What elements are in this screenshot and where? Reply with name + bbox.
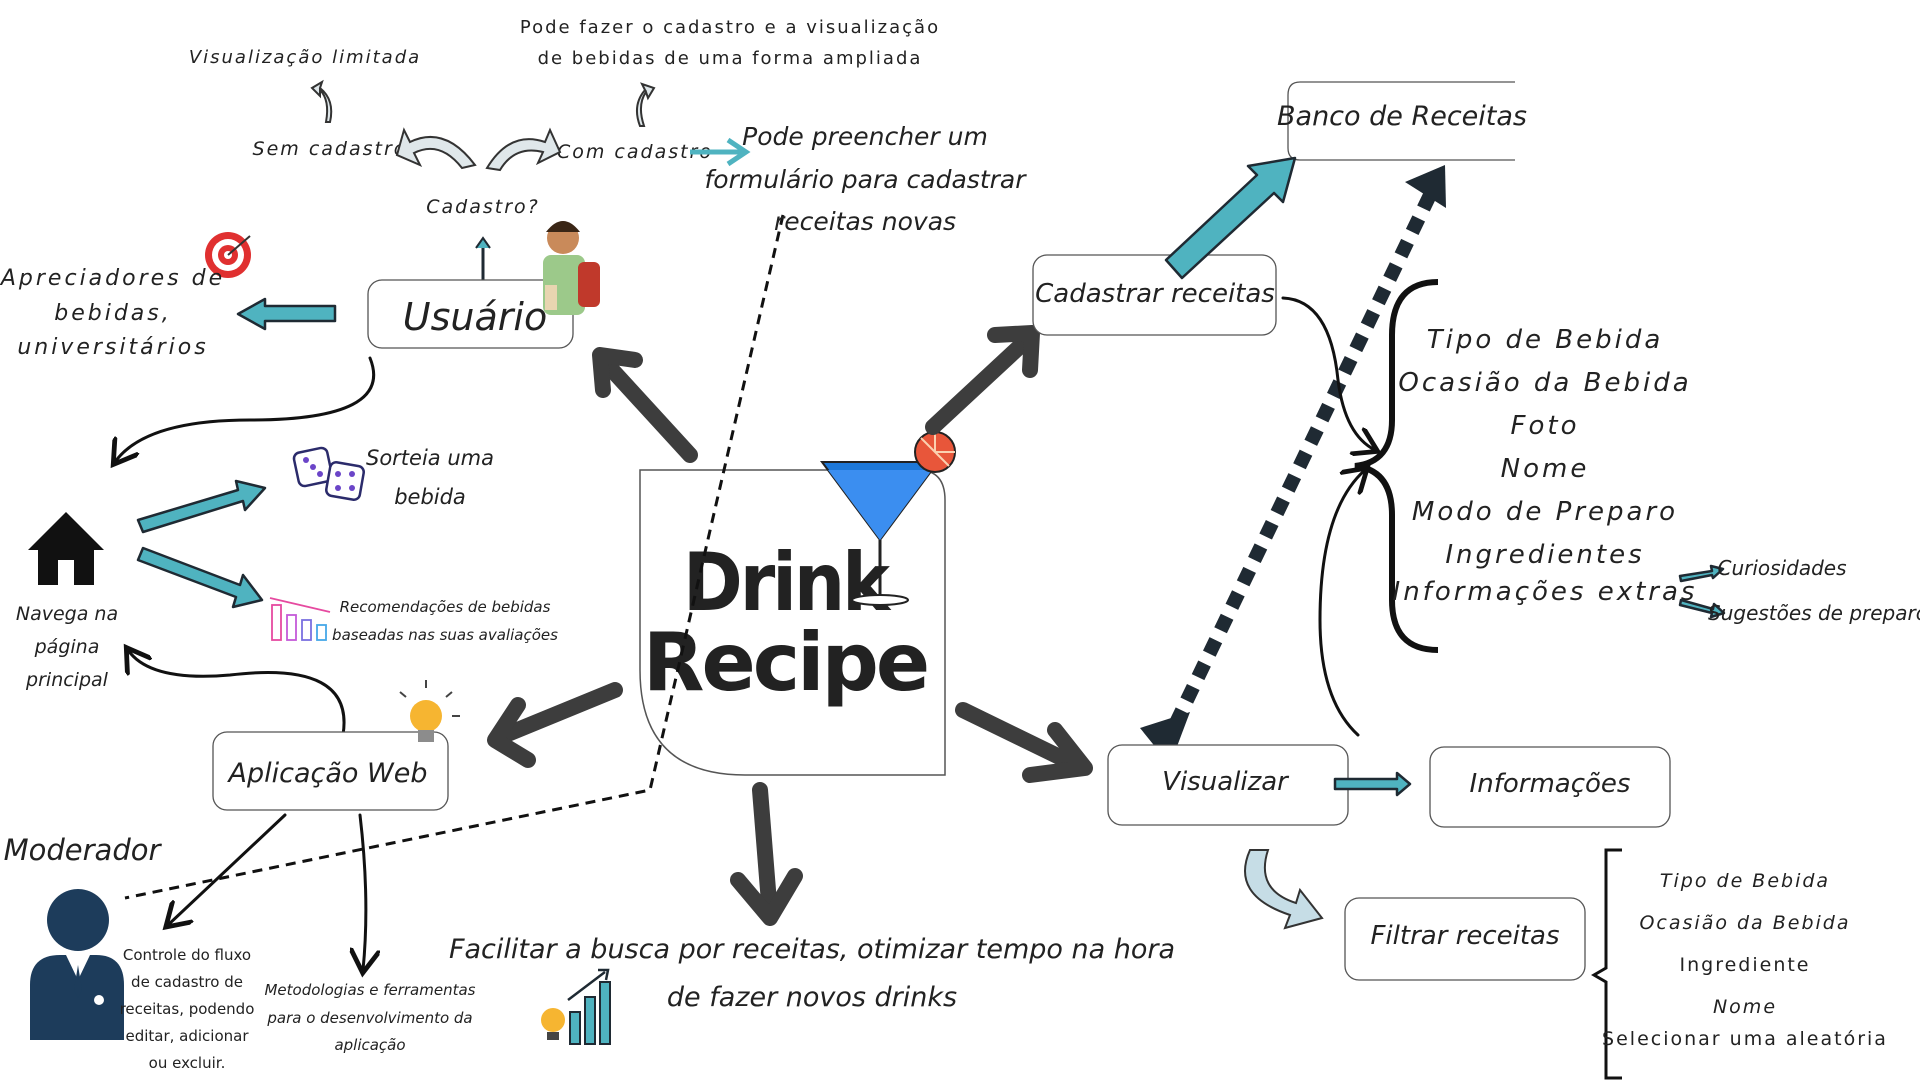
teal-arrow-to-sorteio [136,479,267,534]
curve-webapp-to-home [128,650,346,737]
small-up-arrow [475,236,491,283]
teal-arrow [690,137,751,167]
teal-block-arrow-left [236,297,337,331]
home-line3: principal [25,669,109,691]
target-icon [205,232,251,278]
line-webapp-to-moderador [168,813,287,925]
center-title-line1: Drink [683,536,892,629]
informacoes-label: Informações [1470,769,1631,799]
recom-line1: Recomendações de bebidas [340,598,551,616]
curiosidades: Curiosidades [1717,556,1846,580]
cadastrar-box [1032,254,1277,336]
filtro-3: Ingrediente [1680,954,1811,976]
publico-line2: bebidas, [54,301,171,326]
cadastro-question: Cadastro? [426,196,539,218]
lightbulb-icon [399,680,460,742]
teal-arrow-curiosidades [1678,564,1725,583]
sem-cadastro: Sem cadastro [253,138,408,160]
growth-chart-icon [541,968,611,1045]
banco-label: Banco de Receitas [1277,101,1527,132]
com-cadastro: Com cadastro [557,141,713,163]
cadastrar-label: Cadastrar receitas [1035,279,1275,309]
dashed-separator [124,214,785,900]
campo-7: Informações extras [1393,577,1698,607]
sugestoes: Sugestões de preparo [1708,601,1920,625]
moderador-desc-2: de cadastro de [131,973,243,991]
moderador-desc-1: Controle do fluxo [123,946,251,964]
webapp-box [212,731,449,811]
metodologias-line3: aplicação [334,1036,405,1054]
cocktail-glass-icon [820,431,956,606]
teal-arrow-to-recomendacoes [136,546,264,609]
sorteia-line1: Sorteia uma [366,446,494,470]
bracket-filtros [1591,848,1622,1080]
teal-arrow-to-informacoes [1333,771,1412,797]
teal-arrow-sugestoes [1678,598,1726,619]
curve-visualizar-to-campos [1318,470,1365,737]
brace-campos [1354,279,1439,653]
swoosh-right-icon [485,127,562,172]
ampliada-line1: Pode fazer o cadastro e a visualização [520,17,940,38]
swoosh-down-arrow-icon [1244,849,1324,930]
recom-line2: baseadas nas suas avaliações [332,626,558,644]
teal-arrow-to-banco [1164,156,1297,280]
visualizacao-limitada: Visualização limitada [189,47,421,68]
center-node: Drink Recipe [639,469,946,776]
informacoes-box [1429,746,1671,828]
line-webapp-to-metodologias [360,813,366,970]
moderador-label: Moderador [4,833,163,867]
publico-line3: universitários [17,335,208,360]
metodologias-line1: Metodologias e ferramentas [264,981,475,999]
moderator-person-icon [30,889,124,1040]
campo-4: Nome [1501,454,1590,484]
campo-3: Foto [1511,411,1580,441]
center-arrows [487,325,1093,926]
form-line3: receitas novas [774,207,956,236]
curl-arrow-icon [635,82,656,127]
campo-5: Modo de Preparo [1412,497,1678,527]
ampliada-line2: de bebidas de uma forma ampliada [538,48,923,69]
dice-icon [292,446,365,501]
student-icon [543,221,600,315]
campo-2: Ocasião da Bebida [1398,368,1691,398]
center-title-line2: Recipe [643,616,927,709]
campo-6: Ingredientes [1445,540,1644,570]
curl-arrow-icon [310,79,333,123]
bar-chart-icon [269,597,331,641]
objetivo-line2: de fazer novos drinks [667,982,957,1013]
filtrar-label: Filtrar receitas [1370,921,1559,951]
home-line2: página [34,636,100,658]
campo-1: Tipo de Bebida [1427,325,1664,355]
usuario-label: Usuário [403,295,547,339]
sorteia-line2: bebida [394,485,466,509]
bidirectional-dotted-arrow [1140,165,1446,765]
filtro-1: Tipo de Bebida [1660,870,1830,892]
moderador-desc-5: ou excluir. [149,1054,226,1072]
form-line2: formulário para cadastrar [705,165,1028,194]
form-line1: Pode preencher um [742,122,988,151]
curve-usuario-to-home [115,356,376,462]
filtro-5: Selecionar uma aleatória [1602,1028,1888,1050]
filtro-4: Nome [1713,996,1777,1018]
curve-cadastrar-to-campos [1281,296,1375,450]
swoosh-left-icon [395,127,477,170]
filtrar-box [1344,897,1586,981]
filtro-2: Ocasião da Bebida [1639,912,1850,934]
moderador-desc-4: editar, adicionar [125,1027,249,1045]
home-line1: Navega na [16,603,118,625]
publico-line1: Apreciadores de [0,266,225,291]
objetivo-line1: Facilitar a busca por receitas, otimizar… [449,934,1175,965]
visualizar-label: Visualizar [1162,767,1290,797]
home-icon [28,512,104,585]
moderador-desc-3: receitas, podendo [120,1000,255,1018]
metodologias-line2: para o desenvolvimento da [266,1009,472,1027]
webapp-label: Aplicação Web [227,758,428,789]
